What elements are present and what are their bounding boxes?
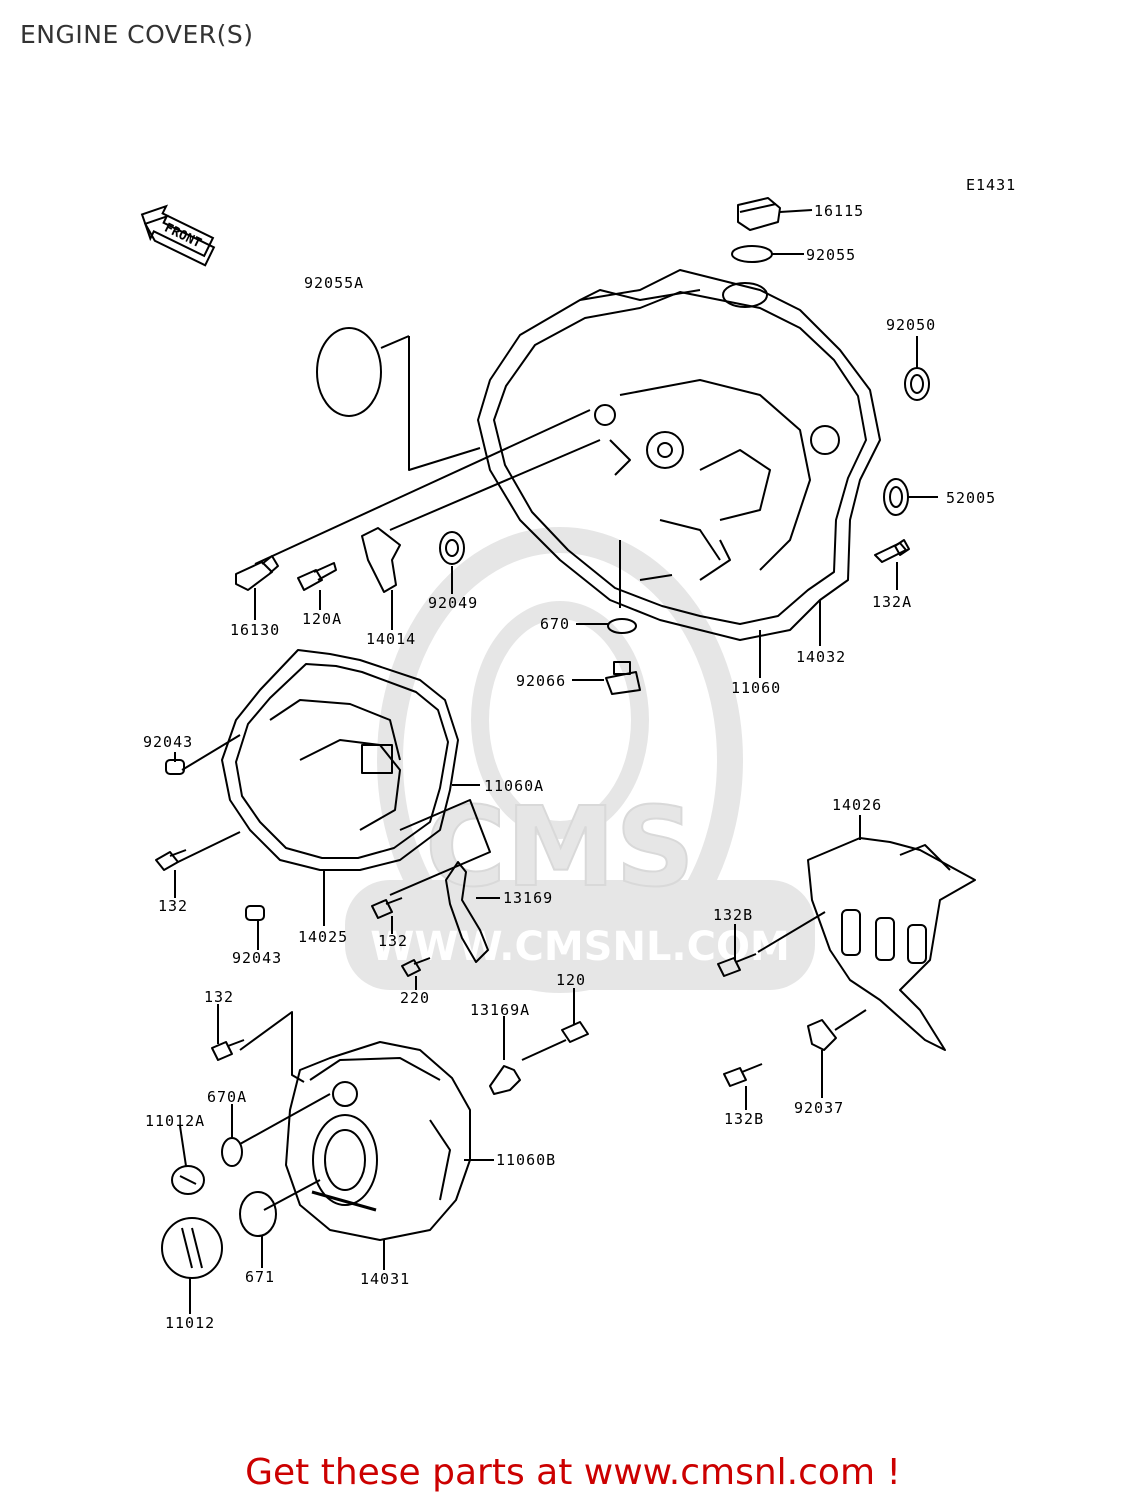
- part-label: 92055A: [304, 274, 364, 292]
- part-label: 13169A: [470, 1001, 530, 1019]
- left-cover-gasket: [221, 649, 459, 871]
- dowel-92043-lower: [245, 905, 265, 921]
- part-label: 16130: [230, 621, 280, 639]
- bolt-220: [401, 957, 431, 977]
- part-label: 11012A: [145, 1112, 205, 1130]
- bolt-120a: [297, 562, 337, 591]
- sprocket-cover: [807, 837, 976, 1051]
- part-label: 671: [245, 1268, 275, 1286]
- plate-14014: [361, 527, 401, 593]
- part-label: 132: [204, 988, 234, 1006]
- part-label: 220: [400, 989, 430, 1007]
- part-label: 92049: [428, 594, 478, 612]
- dowel-92043-upper: [165, 759, 185, 775]
- part-label: 92043: [232, 949, 282, 967]
- cap-11012: [161, 1217, 223, 1279]
- page-title: ENGINE COVER(S): [20, 20, 254, 49]
- part-label: 670: [540, 615, 570, 633]
- part-label: 92043: [143, 733, 193, 751]
- right-cover-part: [477, 269, 881, 641]
- front-arrow: FRONT: [140, 204, 216, 267]
- part-label: 11060B: [496, 1151, 556, 1169]
- bolt-132-lower: [211, 1039, 245, 1061]
- clamp-13169: [445, 861, 489, 963]
- part-label: 14031: [360, 1270, 410, 1288]
- part-label: 13169: [503, 889, 553, 907]
- part-label: 14026: [832, 796, 882, 814]
- part-label: 14014: [366, 630, 416, 648]
- o-ring-670a: [221, 1137, 243, 1167]
- bolt-132b-upper: [717, 953, 757, 977]
- part-label: 52005: [946, 489, 996, 507]
- o-ring-671: [239, 1191, 277, 1237]
- bolt-132a: [874, 539, 910, 563]
- part-label: 11012: [165, 1314, 215, 1332]
- part-label: 92037: [794, 1099, 844, 1117]
- watermark-logo: CMS WWW.CMSNL.COM: [345, 527, 815, 993]
- oil-seal-92050: [904, 367, 930, 401]
- part-label: 670A: [207, 1088, 247, 1106]
- bolt-132b-lower: [723, 1063, 763, 1087]
- footer-promo-link[interactable]: Get these parts at www.cmsnl.com !: [245, 1452, 901, 1493]
- bolt-132-mid: [371, 897, 403, 919]
- o-ring-92055: [731, 245, 773, 263]
- plug-92066: [605, 661, 641, 695]
- part-label: 132B: [713, 906, 753, 924]
- o-ring-92055a: [316, 327, 382, 417]
- fitting-16130: [235, 555, 279, 591]
- part-label: 132B: [724, 1110, 764, 1128]
- o-ring-670: [607, 618, 637, 634]
- oil-cap-part: [737, 197, 781, 231]
- part-label: 14025: [298, 928, 348, 946]
- bolt-120: [561, 1021, 589, 1043]
- part-label: 14032: [796, 648, 846, 666]
- diagram-ref: E1431: [966, 176, 1016, 194]
- cap-11012a: [171, 1165, 205, 1195]
- part-label: 92055: [806, 246, 856, 264]
- part-label: 11060: [731, 679, 781, 697]
- bolt-132-left: [155, 849, 187, 871]
- part-label: 11060A: [484, 777, 544, 795]
- watermark-text: CMS: [425, 783, 694, 911]
- seal-52005: [883, 478, 909, 516]
- part-label: 92066: [516, 672, 566, 690]
- clip-92037: [807, 1019, 837, 1051]
- clutch-cover: [285, 1041, 471, 1241]
- part-label: 16115: [814, 202, 864, 220]
- part-label: 120: [556, 971, 586, 989]
- part-label: 132A: [872, 593, 912, 611]
- part-label: 92050: [886, 316, 936, 334]
- bracket-13169a: [489, 1065, 521, 1095]
- part-label: 132: [378, 932, 408, 950]
- watermark-url: WWW.CMSNL.COM: [370, 924, 790, 970]
- part-label: 120A: [302, 610, 342, 628]
- part-label: 132: [158, 897, 188, 915]
- seal-92049: [439, 531, 465, 565]
